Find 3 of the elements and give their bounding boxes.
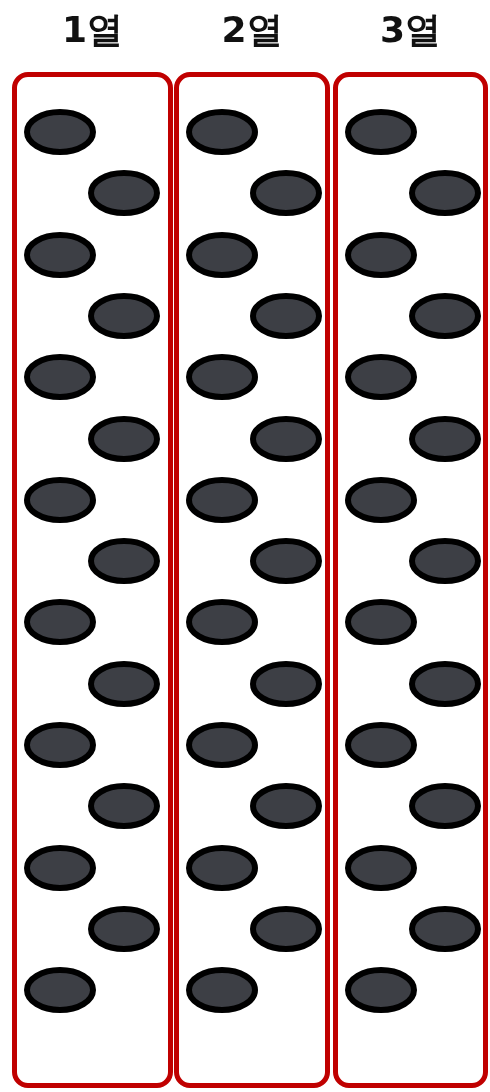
column-heading: 2열 (221, 8, 283, 52)
column-heading: 1열 (61, 8, 124, 52)
column-heading: 3열 (379, 8, 442, 52)
